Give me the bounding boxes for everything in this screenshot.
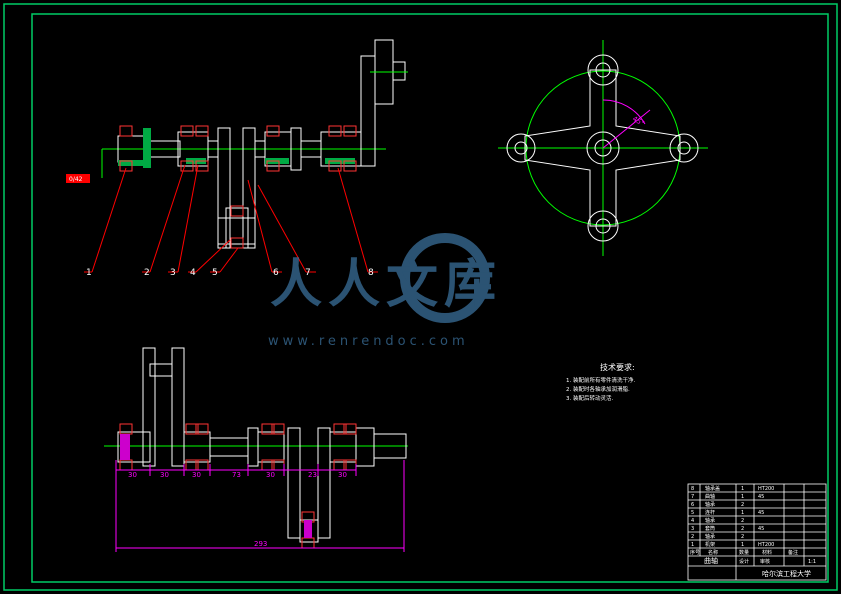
part-qty: 1 bbox=[741, 486, 744, 492]
surface-note: 0/42 bbox=[69, 176, 83, 183]
dim-5: 30 bbox=[266, 471, 275, 479]
balloon-4: 4 bbox=[190, 268, 196, 278]
part-no: 5 bbox=[691, 510, 694, 516]
part-name: 轴承 bbox=[705, 533, 715, 540]
dimension-lines bbox=[115, 460, 405, 552]
part-name: 轴承 bbox=[705, 501, 715, 508]
part-no: 7 bbox=[691, 494, 694, 500]
part-name: 机架 bbox=[705, 541, 715, 548]
title-block-text: 8 轴承盖 1 HT200 7 曲轴 1 45 6 轴承 2 5 连杆 1 45… bbox=[690, 485, 816, 578]
part-name: 连杆 bbox=[705, 509, 715, 516]
dim-2: 30 bbox=[160, 471, 169, 479]
part-material: 45 bbox=[758, 510, 764, 516]
header-remark: 备注 bbox=[788, 549, 798, 556]
top-bearings bbox=[119, 125, 357, 249]
part-no: 2 bbox=[691, 534, 694, 540]
notes-title: 技术要求: bbox=[600, 362, 635, 372]
part-qty: 1 bbox=[741, 494, 744, 500]
angle-arc bbox=[602, 99, 646, 125]
dim-1: 30 bbox=[128, 471, 137, 479]
part-name: 轴承盖 bbox=[705, 485, 720, 492]
checker-label: 审核 bbox=[760, 558, 770, 565]
part-name: 套筒 bbox=[705, 525, 715, 532]
side-view bbox=[498, 40, 708, 256]
part-no: 3 bbox=[691, 526, 694, 532]
drawing-name: 曲轴 bbox=[704, 556, 718, 565]
header-material: 材料 bbox=[762, 549, 772, 556]
watermark: 人人文库 www.renrendoc.com bbox=[268, 233, 502, 349]
watermark-logo bbox=[400, 233, 490, 323]
balloon-8: 8 bbox=[368, 268, 374, 278]
balloon-1: 1 bbox=[86, 268, 92, 278]
part-qty: 2 bbox=[741, 502, 744, 508]
leader-lines bbox=[84, 164, 378, 273]
dim-6: 23 bbox=[308, 471, 317, 479]
part-material: HT200 bbox=[758, 542, 774, 548]
part-material: HT200 bbox=[758, 486, 774, 492]
note-1: 1. 装配前所有零件清洗干净. bbox=[566, 376, 635, 384]
part-material: 45 bbox=[758, 494, 764, 500]
technical-notes: 技术要求: 1. 装配前所有零件清洗干净. 2. 装配时各轴承加润滑脂. 3. … bbox=[566, 362, 635, 402]
part-name: 轴承 bbox=[705, 517, 715, 524]
part-qty: 2 bbox=[741, 518, 744, 524]
balloon-5: 5 bbox=[212, 268, 218, 278]
front-assembly-view bbox=[104, 347, 408, 552]
dim-3: 30 bbox=[192, 471, 201, 479]
designer-label: 设计 bbox=[739, 558, 749, 565]
dim-7: 30 bbox=[338, 471, 347, 479]
part-qty: 2 bbox=[741, 534, 744, 540]
part-no: 8 bbox=[691, 486, 694, 492]
watermark-brand: 人人文库 bbox=[270, 255, 502, 315]
balloon-3: 3 bbox=[170, 268, 176, 278]
surface-note-box bbox=[66, 174, 90, 183]
note-2: 2. 装配时各轴承加润滑脂. bbox=[566, 385, 630, 393]
top-assembly-view bbox=[66, 39, 408, 273]
dim-total: 293 bbox=[254, 540, 267, 548]
balloon-6: 6 bbox=[273, 268, 279, 278]
watermark-url: www.renrendoc.com bbox=[268, 334, 469, 349]
note-3: 3. 装配后转动灵活. bbox=[566, 394, 613, 402]
header-no: 序号 bbox=[690, 549, 700, 556]
dimension-labels: 30 30 30 73 30 23 30 293 bbox=[128, 471, 347, 548]
university-name: 哈尔滨工程大学 bbox=[762, 569, 811, 578]
part-material: 45 bbox=[758, 526, 764, 532]
part-qty: 1 bbox=[741, 510, 744, 516]
header-name: 名称 bbox=[708, 549, 718, 556]
outer-border bbox=[3, 3, 838, 591]
part-name: 曲轴 bbox=[705, 493, 715, 500]
title-block bbox=[687, 483, 827, 581]
part-no: 1 bbox=[691, 542, 694, 548]
part-no: 6 bbox=[691, 502, 694, 508]
part-no: 4 bbox=[691, 518, 694, 524]
part-qty: 2 bbox=[741, 526, 744, 532]
balloon-7: 7 bbox=[305, 268, 311, 278]
parts-list: 8 轴承盖 1 HT200 7 曲轴 1 45 6 轴承 2 5 连杆 1 45… bbox=[691, 485, 774, 548]
balloon-2: 2 bbox=[144, 268, 150, 278]
scale-value: 1:1 bbox=[808, 559, 816, 565]
header-qty: 数量 bbox=[739, 549, 749, 556]
balloon-labels: 1 2 3 4 5 6 7 8 bbox=[86, 268, 374, 278]
inner-border bbox=[31, 13, 829, 583]
part-qty: 1 bbox=[741, 542, 744, 548]
dim-4: 73 bbox=[232, 471, 241, 479]
